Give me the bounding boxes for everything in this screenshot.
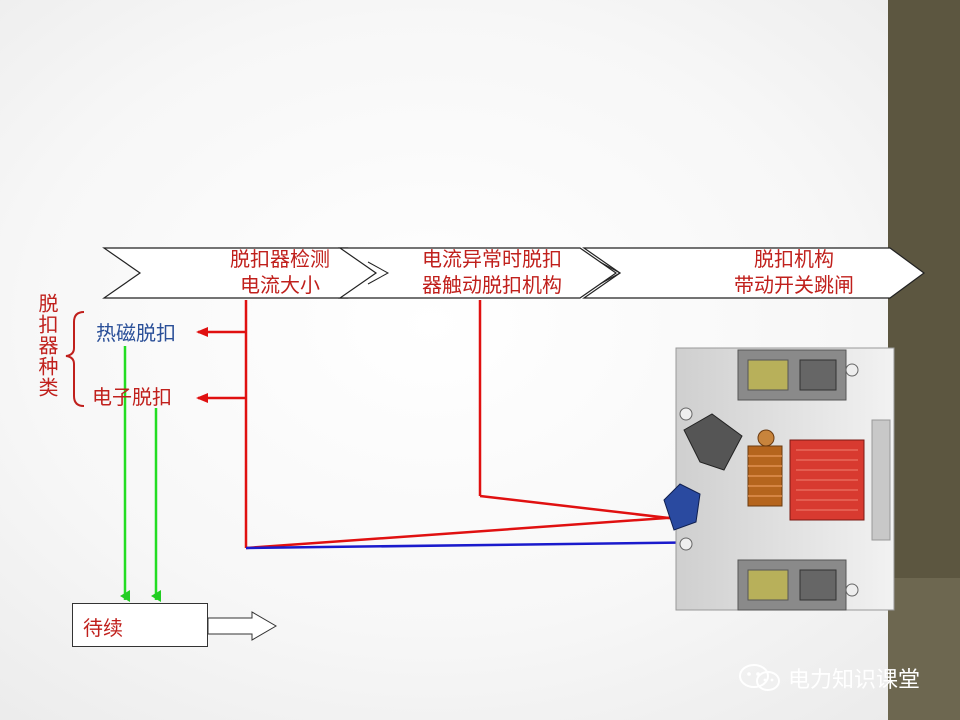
pending-box: 待续: [72, 603, 208, 647]
step-2-line2: 器触动脱扣机构: [422, 273, 562, 297]
step-3-line2: 带动开关跳闸: [734, 273, 854, 297]
category-bracket: [65, 311, 85, 407]
step-2-label: 电流异常时脱扣 器触动脱扣机构: [394, 246, 590, 298]
watermark-text: 电力知识课堂: [788, 668, 921, 693]
watermark: 电力知识课堂: [738, 662, 920, 694]
step-1-line1: 脱扣器检测: [230, 247, 330, 271]
step-3-label: 脱扣机构 带动开关跳闸: [706, 246, 882, 298]
process-chevron-arrow: [102, 247, 926, 299]
right-sidebar-lower-block: [888, 578, 960, 720]
trip-category-label: 脱扣器种类: [35, 293, 59, 398]
step-1-label: 脱扣器检测 电流大小: [206, 246, 354, 298]
right-sidebar-bar: [888, 0, 960, 720]
step-3-line1: 脱扣机构: [754, 247, 834, 271]
continue-arrow: [207, 611, 277, 641]
pending-label: 待续: [83, 616, 123, 640]
step-1-line2: 电流大小: [240, 273, 320, 297]
wechat-icon: [739, 664, 780, 691]
detector-blue-line: [245, 537, 728, 550]
chevron-step-2: [338, 247, 618, 299]
thermal-magnetic-trip-label: 热磁脱扣: [96, 321, 176, 345]
mechanism-red-line: [478, 300, 688, 524]
step-2-line1: 电流异常时脱扣: [422, 247, 562, 271]
electronic-trip-label: 电子脱扣: [92, 385, 172, 409]
circuit-breaker-illustration: [663, 347, 895, 611]
